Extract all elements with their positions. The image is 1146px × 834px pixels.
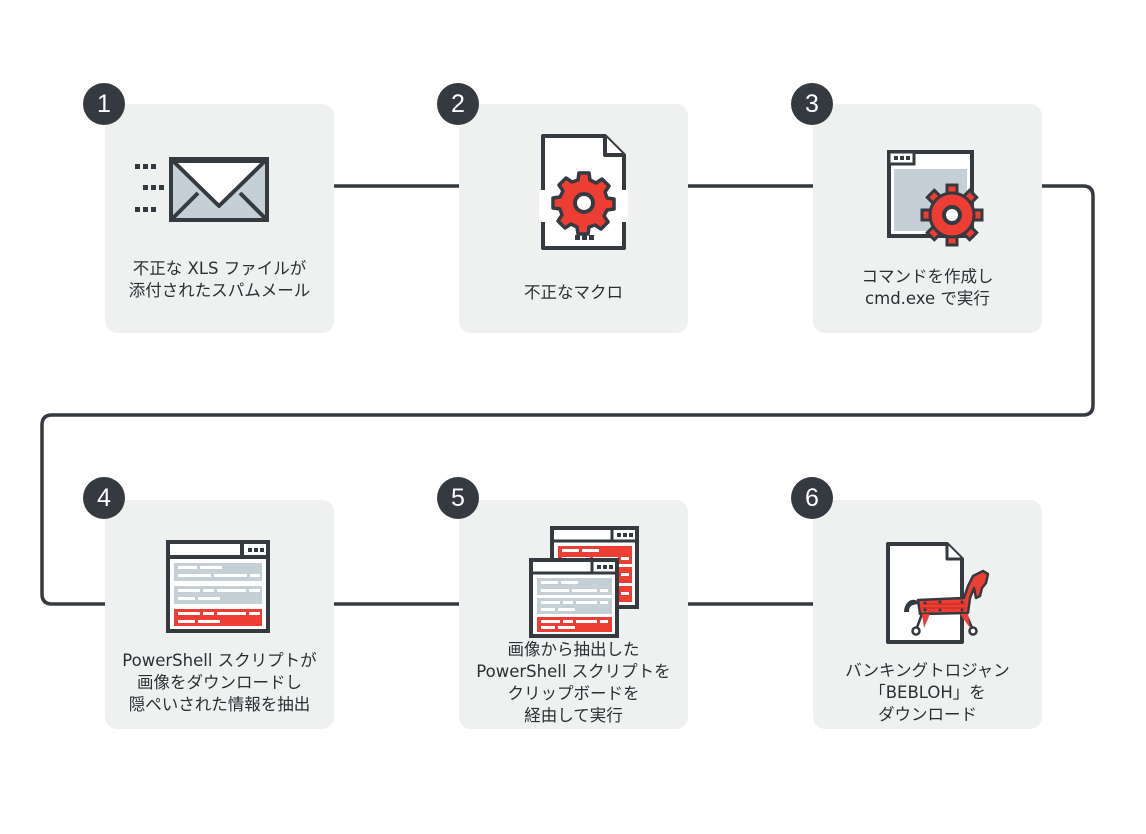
step-6-label-line: 「BEBLOH」を: [869, 683, 986, 702]
step-4-label: PowerShell スクリプトが 画像をダウンロードし 隠ぺいされた情報を抽出: [105, 650, 334, 716]
trojan-horse-document-icon: [886, 542, 990, 644]
step-badge-6: 6: [791, 477, 833, 519]
trojan-horse: [904, 569, 990, 636]
front-script-window: [529, 558, 619, 638]
connector-3-4: [40, 184, 1095, 606]
step-6-label-line: バンキングトロジャン: [845, 661, 1010, 680]
step-1-label-line: 不正な XLS ファイルが: [132, 259, 307, 278]
step-card-6: バンキングトロジャン 「BEBLOH」を ダウンロード: [813, 500, 1042, 729]
step-3-label-line: コマンドを作成し: [861, 267, 994, 286]
step-3-label-line: cmd.exe で実行: [865, 289, 990, 308]
step-3-label: コマンドを作成し cmd.exe で実行: [813, 266, 1042, 310]
step-5-label-line: 画像から抽出した: [507, 640, 640, 659]
step-5-label-line: クリップボードを: [507, 684, 640, 703]
macro-document-gear-icon: [539, 134, 628, 250]
email-envelope-icon: [135, 157, 269, 222]
step-5-label-line: PowerShell スクリプトを: [476, 662, 671, 681]
clipboard-scripts-windows-icon: [529, 526, 639, 638]
step-5-label: 画像から抽出した PowerShell スクリプトを クリップボードを 経由して…: [459, 639, 688, 727]
step-6-label: バンキングトロジャン 「BEBLOH」を ダウンロード: [813, 660, 1042, 726]
step-2-label-line: 不正なマクロ: [524, 283, 623, 302]
step-badge-5: 5: [437, 477, 479, 519]
step-1-label-line: 添付されたスパムメール: [128, 281, 311, 300]
step-4-label-line: PowerShell スクリプトが: [122, 651, 317, 670]
step-2-label: 不正なマクロ: [459, 282, 688, 304]
step-badge-1: 1: [83, 83, 125, 125]
step-4-label-line: 隠ぺいされた情報を抽出: [128, 695, 311, 714]
step-badge-4: 4: [83, 477, 125, 519]
step-badge-3: 3: [791, 83, 833, 125]
step-4-label-line: 画像をダウンロードし: [137, 673, 302, 692]
step-6-label-line: ダウンロード: [878, 705, 977, 724]
powershell-script-window-icon: [166, 540, 270, 633]
step-5-label-line: 経由して実行: [524, 706, 623, 725]
command-window-gear-icon: [887, 150, 984, 247]
step-badge-2: 2: [437, 83, 479, 125]
step-1-label: 不正な XLS ファイルが 添付されたスパムメール: [105, 258, 334, 302]
